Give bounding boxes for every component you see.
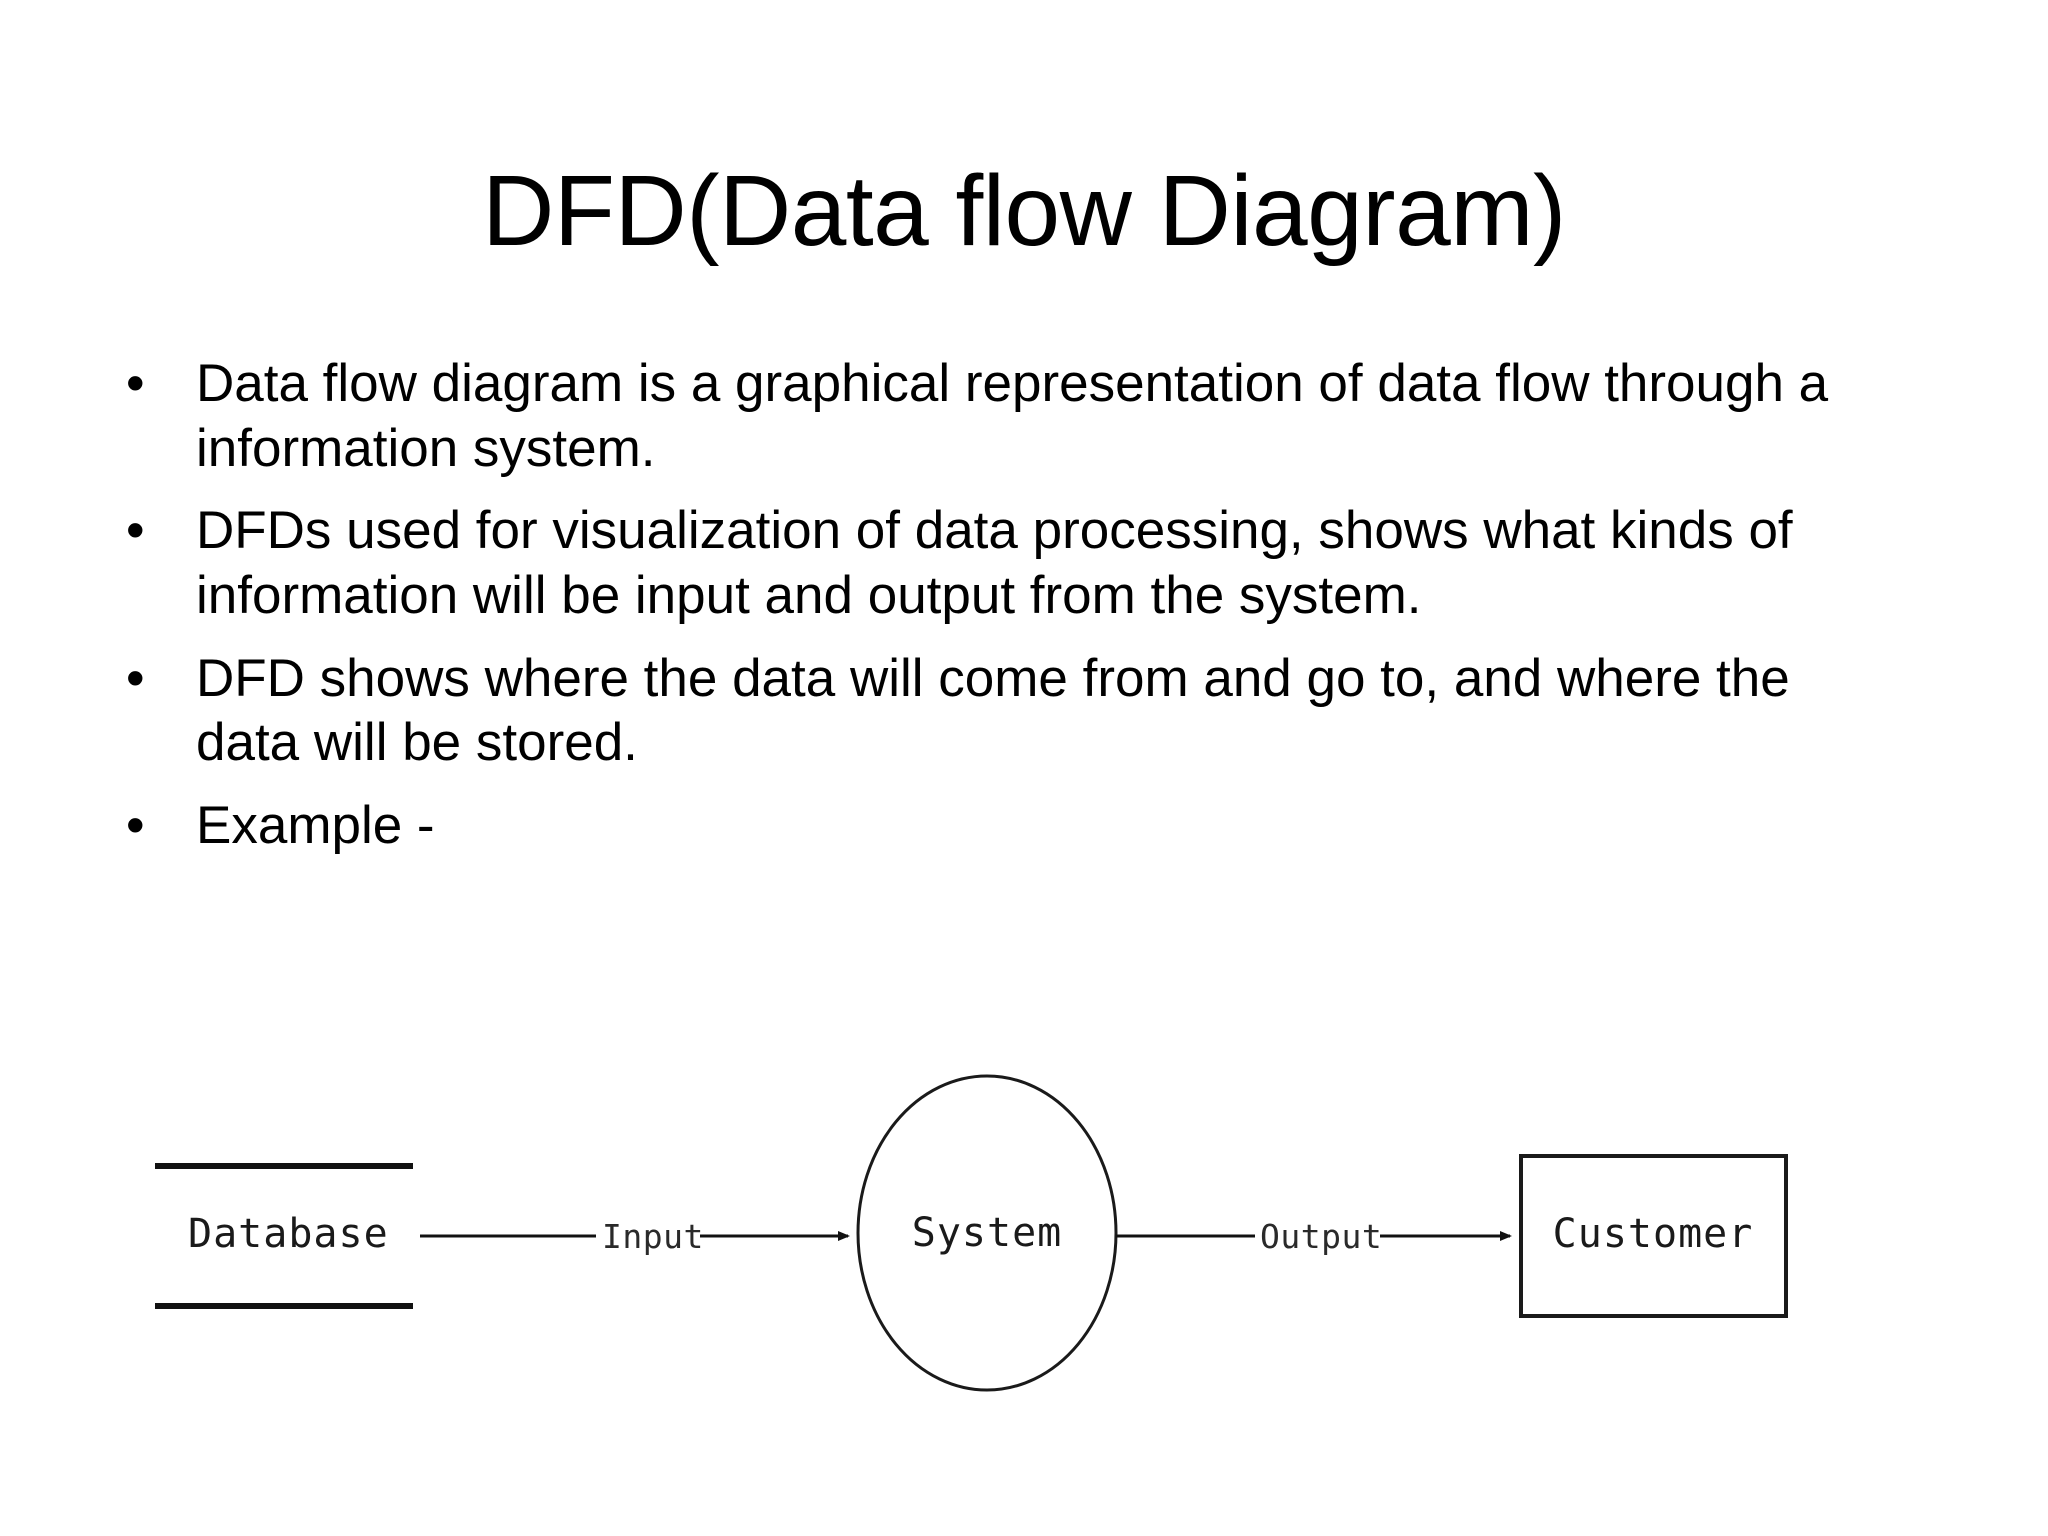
page-title: DFD(Data flow Diagram) [482,155,1566,267]
dfd-node-label-database: Database [188,1211,389,1257]
dfd-flow-label-output: Output [1260,1217,1382,1256]
list-item-text: DFDs used for visualization of data proc… [196,501,1793,625]
entity-box [1519,1154,1788,1318]
list-item: • DFDs used for visualization of data pr… [112,499,1952,628]
dfd-node-label-system: System [912,1210,1063,1256]
dfd-flow-output: Output [1116,1217,1512,1256]
bullet-marker-icon: • [126,354,145,413]
list-item: • DFD shows where the data will come fro… [112,647,1952,776]
dfd-node-system: System [856,1074,1118,1392]
list-item-text: Example - [196,795,435,855]
process-ellipse [856,1074,1118,1392]
bullet-marker-icon: • [126,648,145,708]
dfd-node-label-customer: Customer [1553,1211,1754,1257]
list-item: • Example - [112,794,1952,859]
list-item-text: Data flow diagram is a graphical represe… [196,354,1829,478]
dfd-flow-input: Input [420,1217,850,1256]
dfd-node-customer: Customer [1519,1154,1788,1318]
bullet-marker-icon: • [126,501,145,561]
dfd-flow-label-input: Input [602,1217,704,1256]
dfd-diagram: Database Input System Output [0,1040,2048,1460]
bullet-marker-icon: • [126,795,145,855]
bullet-list: • Data flow diagram is a graphical repre… [112,352,1952,877]
list-item: • Data flow diagram is a graphical repre… [112,352,1952,481]
list-item-text: DFD shows where the data will come from … [196,648,1790,773]
dfd-node-database: Database [155,1163,413,1309]
